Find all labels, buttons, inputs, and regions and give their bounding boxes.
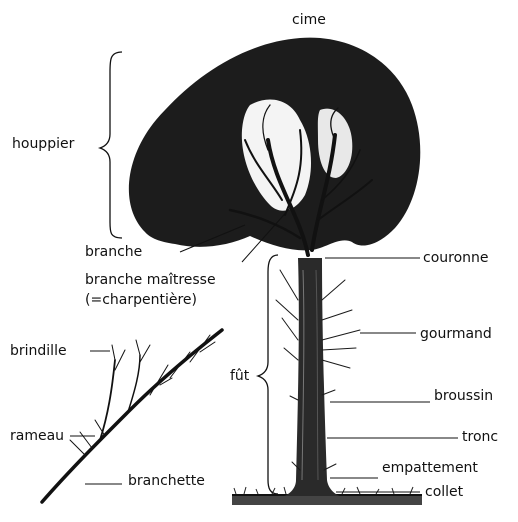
label-cime: cime (292, 12, 326, 28)
label-brindille: brindille (10, 343, 67, 359)
label-empattement: empattement (382, 460, 478, 476)
label-gourmand: gourmand (420, 326, 492, 342)
crown-foliage (129, 38, 420, 251)
label-branche: branche (85, 244, 142, 260)
label-collet: collet (425, 484, 463, 500)
label-couronne: couronne (423, 250, 489, 266)
label-broussin: broussin (434, 388, 493, 404)
trunk (284, 258, 340, 496)
label-fut: fût (230, 368, 249, 384)
label-charpentiere: (=charpentière) (85, 292, 197, 308)
label-branche-maitresse: branche maîtresse (85, 272, 216, 288)
label-tronc: tronc (462, 429, 498, 445)
label-rameau: rameau (10, 428, 64, 444)
houppier-brace (100, 52, 122, 238)
label-houppier: houppier (12, 136, 74, 152)
fut-brace (258, 255, 278, 494)
label-branchette: branchette (128, 473, 205, 489)
